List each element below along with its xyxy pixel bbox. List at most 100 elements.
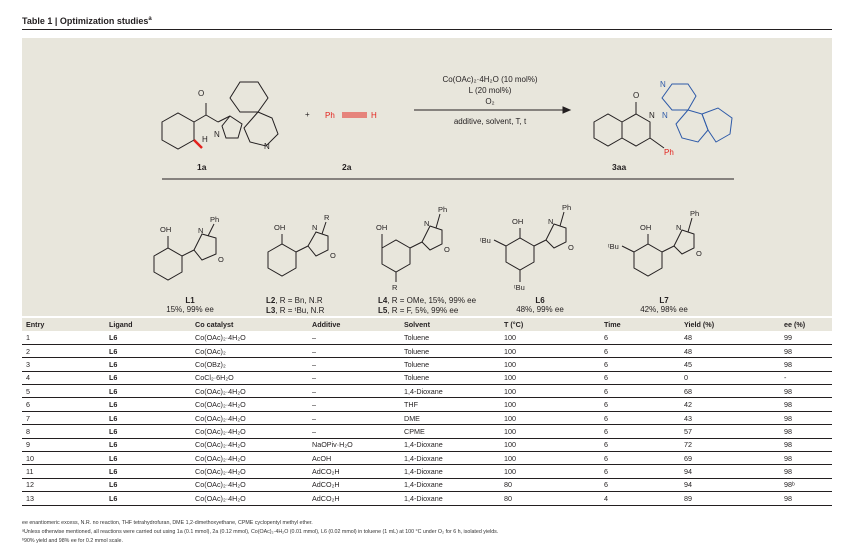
cell-time: 6 bbox=[600, 451, 680, 466]
ligand-l3-text: L3, R = ᵗBu, N.R bbox=[266, 306, 325, 315]
cell-entry: 10 bbox=[22, 451, 105, 466]
ligand-l4-l5-structure bbox=[381, 213, 443, 282]
cell-yield: 57 bbox=[680, 424, 780, 439]
cell-time: 6 bbox=[600, 331, 680, 345]
ligand-l6-code: L6 bbox=[535, 296, 545, 305]
svg-text:OH: OH bbox=[376, 223, 387, 232]
cell-additive: – bbox=[308, 384, 400, 399]
condition-ligand: L (20 mol%) bbox=[469, 86, 512, 95]
cell-ee: 99 bbox=[780, 331, 832, 345]
product-n2-label: N bbox=[662, 111, 668, 120]
cell-ee: 98 bbox=[780, 438, 832, 453]
cell-time: 6 bbox=[600, 464, 680, 479]
cell-yield: 48 bbox=[680, 344, 780, 359]
cell-yield: 43 bbox=[680, 411, 780, 426]
optimization-table: Entry Ligand Co catalyst Additive Solven… bbox=[22, 318, 832, 506]
svg-text:Ph: Ph bbox=[562, 203, 571, 212]
plus-sign: + bbox=[305, 110, 310, 119]
cell-temperature: 100 bbox=[500, 451, 600, 466]
cell-ee: 98 bbox=[780, 344, 832, 359]
cell-entry: 2 bbox=[22, 344, 105, 359]
svg-text:N: N bbox=[676, 223, 681, 232]
cell-time: 6 bbox=[600, 384, 680, 399]
cell-ligand: L6 bbox=[105, 331, 191, 345]
cell-time: 6 bbox=[600, 478, 680, 493]
cell-ligand: L6 bbox=[105, 411, 191, 426]
cell-additive: – bbox=[308, 344, 400, 359]
footnote-a: ᵃUnless otherwise mentioned, all reactio… bbox=[22, 529, 499, 535]
cell-yield: 42 bbox=[680, 397, 780, 412]
cell-time: 6 bbox=[600, 411, 680, 426]
svg-text:ᵗBu: ᵗBu bbox=[480, 236, 491, 245]
product-n3-label: N bbox=[660, 80, 666, 89]
cell-temperature: 80 bbox=[500, 478, 600, 493]
svg-text:R: R bbox=[324, 213, 330, 222]
alkyne-ph-label: Ph bbox=[325, 111, 335, 120]
cell-additive: AdCO₂H bbox=[308, 491, 400, 506]
ligand-l7-info: 42%, 98% ee bbox=[640, 305, 688, 314]
reagent-label: 2a bbox=[342, 162, 352, 172]
cell-additive: AdCO₂H bbox=[308, 464, 400, 479]
reaction-scheme-panel: H O N N 1a + Ph H 2a Co(OAc)₂·4H₂O (10 m… bbox=[22, 38, 832, 316]
cell-solvent: Toluene bbox=[400, 371, 500, 386]
cell-entry: 5 bbox=[22, 384, 105, 399]
cell-solvent: 1,4-Dioxane bbox=[400, 464, 500, 479]
cell-ligand: L6 bbox=[105, 344, 191, 359]
ligand-l6-structure bbox=[493, 211, 567, 282]
cell-yield: 94 bbox=[680, 478, 780, 493]
ligand-l7-structure bbox=[621, 217, 695, 277]
cell-time: 4 bbox=[600, 491, 680, 506]
cell-ligand: L6 bbox=[105, 371, 191, 386]
cell-yield: 0 bbox=[680, 371, 780, 386]
cell-ligand: L6 bbox=[105, 464, 191, 479]
cell-additive: – bbox=[308, 357, 400, 372]
header-time: Time bbox=[600, 318, 680, 332]
ligand-l7-code: L7 bbox=[659, 296, 669, 305]
svg-text:R: R bbox=[392, 283, 398, 292]
cell-solvent: 1,4-Dioxane bbox=[400, 451, 500, 466]
footnote-b: ᵇ90% yield and 98% ee for 0.2 mmol scale… bbox=[22, 538, 123, 544]
cell-ee: 98 bbox=[780, 384, 832, 399]
product-ph-label: Ph bbox=[664, 148, 674, 157]
svg-text:Ph: Ph bbox=[210, 215, 219, 224]
cell-temperature: 100 bbox=[500, 357, 600, 372]
ligand-l4-text: L4, R = OMe, 15%, 99% ee bbox=[378, 296, 477, 305]
cell-entry: 12 bbox=[22, 478, 105, 493]
cell-co-catalyst: Co(OAc)₂·4H₂O bbox=[191, 384, 308, 399]
cell-entry: 8 bbox=[22, 424, 105, 439]
condition-additives: additive, solvent, T, t bbox=[454, 117, 527, 126]
cell-temperature: 100 bbox=[500, 371, 600, 386]
cell-temperature: 100 bbox=[500, 424, 600, 439]
cell-ee: 98 bbox=[780, 491, 832, 506]
cell-ee: 98 bbox=[780, 411, 832, 426]
header-additive: Additive bbox=[308, 318, 400, 332]
cell-co-catalyst: Co(OAc)₂ bbox=[191, 344, 308, 359]
svg-text:N: N bbox=[548, 217, 553, 226]
cell-co-catalyst: Co(OAc)₂·4H₂O bbox=[191, 424, 308, 439]
cell-yield: 45 bbox=[680, 357, 780, 372]
substrate-structure bbox=[161, 81, 279, 150]
cell-co-catalyst: Co(OAc)₂·4H₂O bbox=[191, 411, 308, 426]
pyridine-n-label: N bbox=[264, 142, 270, 151]
cell-solvent: DME bbox=[400, 411, 500, 426]
cell-ee: 98 bbox=[780, 451, 832, 466]
table-title: Table 1 | Optimization studiesa bbox=[22, 16, 152, 26]
cell-yield: 69 bbox=[680, 451, 780, 466]
condition-oxidant: O₂ bbox=[485, 97, 494, 106]
cell-ee: - bbox=[780, 371, 832, 386]
cell-yield: 72 bbox=[680, 438, 780, 453]
table-header-row: Entry Ligand Co catalyst Additive Solven… bbox=[22, 318, 832, 332]
cell-yield: 89 bbox=[680, 491, 780, 506]
cell-temperature: 100 bbox=[500, 344, 600, 359]
cell-ligand: L6 bbox=[105, 478, 191, 493]
cell-yield: 48 bbox=[680, 331, 780, 345]
cell-ligand: L6 bbox=[105, 451, 191, 466]
cell-temperature: 100 bbox=[500, 464, 600, 479]
